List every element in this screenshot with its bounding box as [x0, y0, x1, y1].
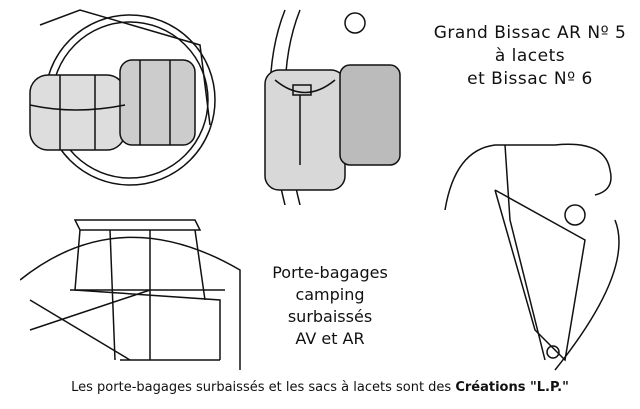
middle-line-1: Porte-bagages: [272, 263, 388, 282]
illustration-bissac-bag: [245, 5, 415, 205]
illustration-rear-rack: [20, 210, 250, 375]
caption-text: Les porte-bagages surbaissés et les sacs…: [71, 380, 452, 395]
illustration-front-rack: [435, 130, 635, 375]
middle-line-4: AV et AR: [295, 329, 365, 348]
footer-caption: Les porte-bagages surbaissés et les sacs…: [0, 380, 640, 395]
illustration-rear-bags-wheel: [20, 5, 220, 195]
middle-line-2: camping: [295, 285, 365, 304]
heading-line-3: et Bissac Nº 6: [467, 69, 593, 89]
middle-line-3: surbaissés: [287, 307, 373, 326]
heading-line-2: à lacets: [494, 46, 566, 66]
caption-brand: Créations "L.P.": [455, 380, 569, 395]
rack-description: Porte-bagages camping surbaissés AV et A…: [265, 262, 395, 350]
bissac-heading: Grand Bissac AR Nº 5 à lacets et Bissac …: [430, 22, 630, 91]
heading-line-1: Grand Bissac AR Nº 5: [433, 23, 627, 43]
